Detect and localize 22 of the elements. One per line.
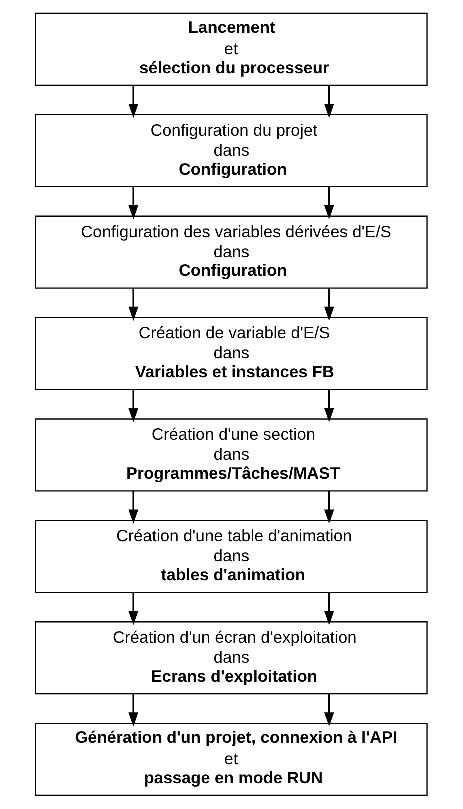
- node-box: Configuration du projet dans Configuration: [35, 114, 428, 188]
- node-box: Création de variable d'E/S dans Variables et instances FB: [35, 317, 428, 390]
- node-box: Configuration des variables dérivées d'E/S dans Configuration: [35, 216, 428, 289]
- arrow: [324, 186, 334, 220]
- node-box: Création d'une table d'animation dans tables d'animation: [35, 520, 428, 594]
- arrow: [128, 592, 139, 626]
- arrow: [324, 491, 334, 524]
- node-box: Génération d'un projet, connexion à l'API et passage en mode RUN: [35, 722, 428, 796]
- node-box: Création d'une section dans Programmes/Tâches/MAST: [35, 418, 428, 492]
- node-box: Lancement et sélection du processeur: [35, 12, 428, 86]
- arrow: [128, 491, 139, 524]
- node-box: Création d'un écran d'exploitation dans Ecrans d'exploitation: [35, 622, 428, 695]
- arrow: [324, 288, 334, 322]
- arrow: [128, 694, 139, 727]
- arrow: [128, 85, 139, 118]
- arrow: [324, 592, 334, 626]
- arrow: [324, 85, 334, 118]
- arrow: [128, 186, 139, 220]
- arrow: [324, 694, 334, 727]
- arrow: [128, 390, 139, 422]
- arrow: [128, 288, 139, 322]
- arrow: [324, 390, 334, 422]
